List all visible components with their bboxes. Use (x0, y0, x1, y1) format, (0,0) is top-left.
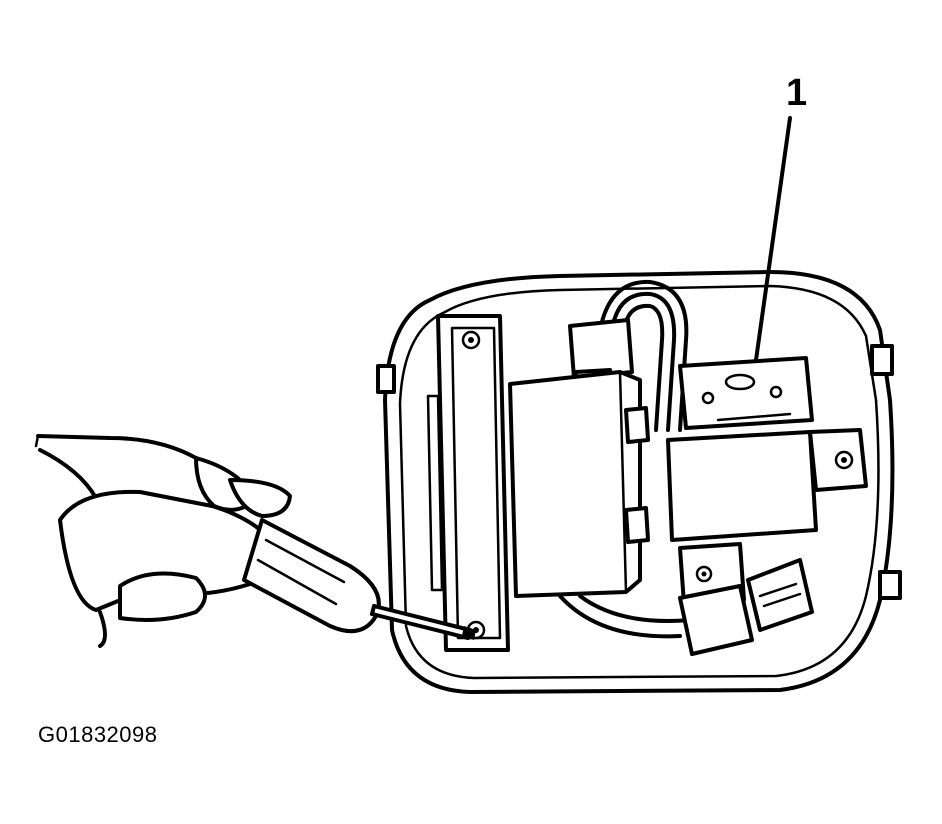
lamp-switch-assembly (666, 356, 868, 656)
figure-id: G01832098 (38, 722, 158, 747)
hand-with-screwdriver (36, 434, 476, 648)
callout-leader-line (754, 116, 792, 362)
lamp-module (508, 370, 692, 639)
callout-label: 1 (786, 72, 808, 114)
